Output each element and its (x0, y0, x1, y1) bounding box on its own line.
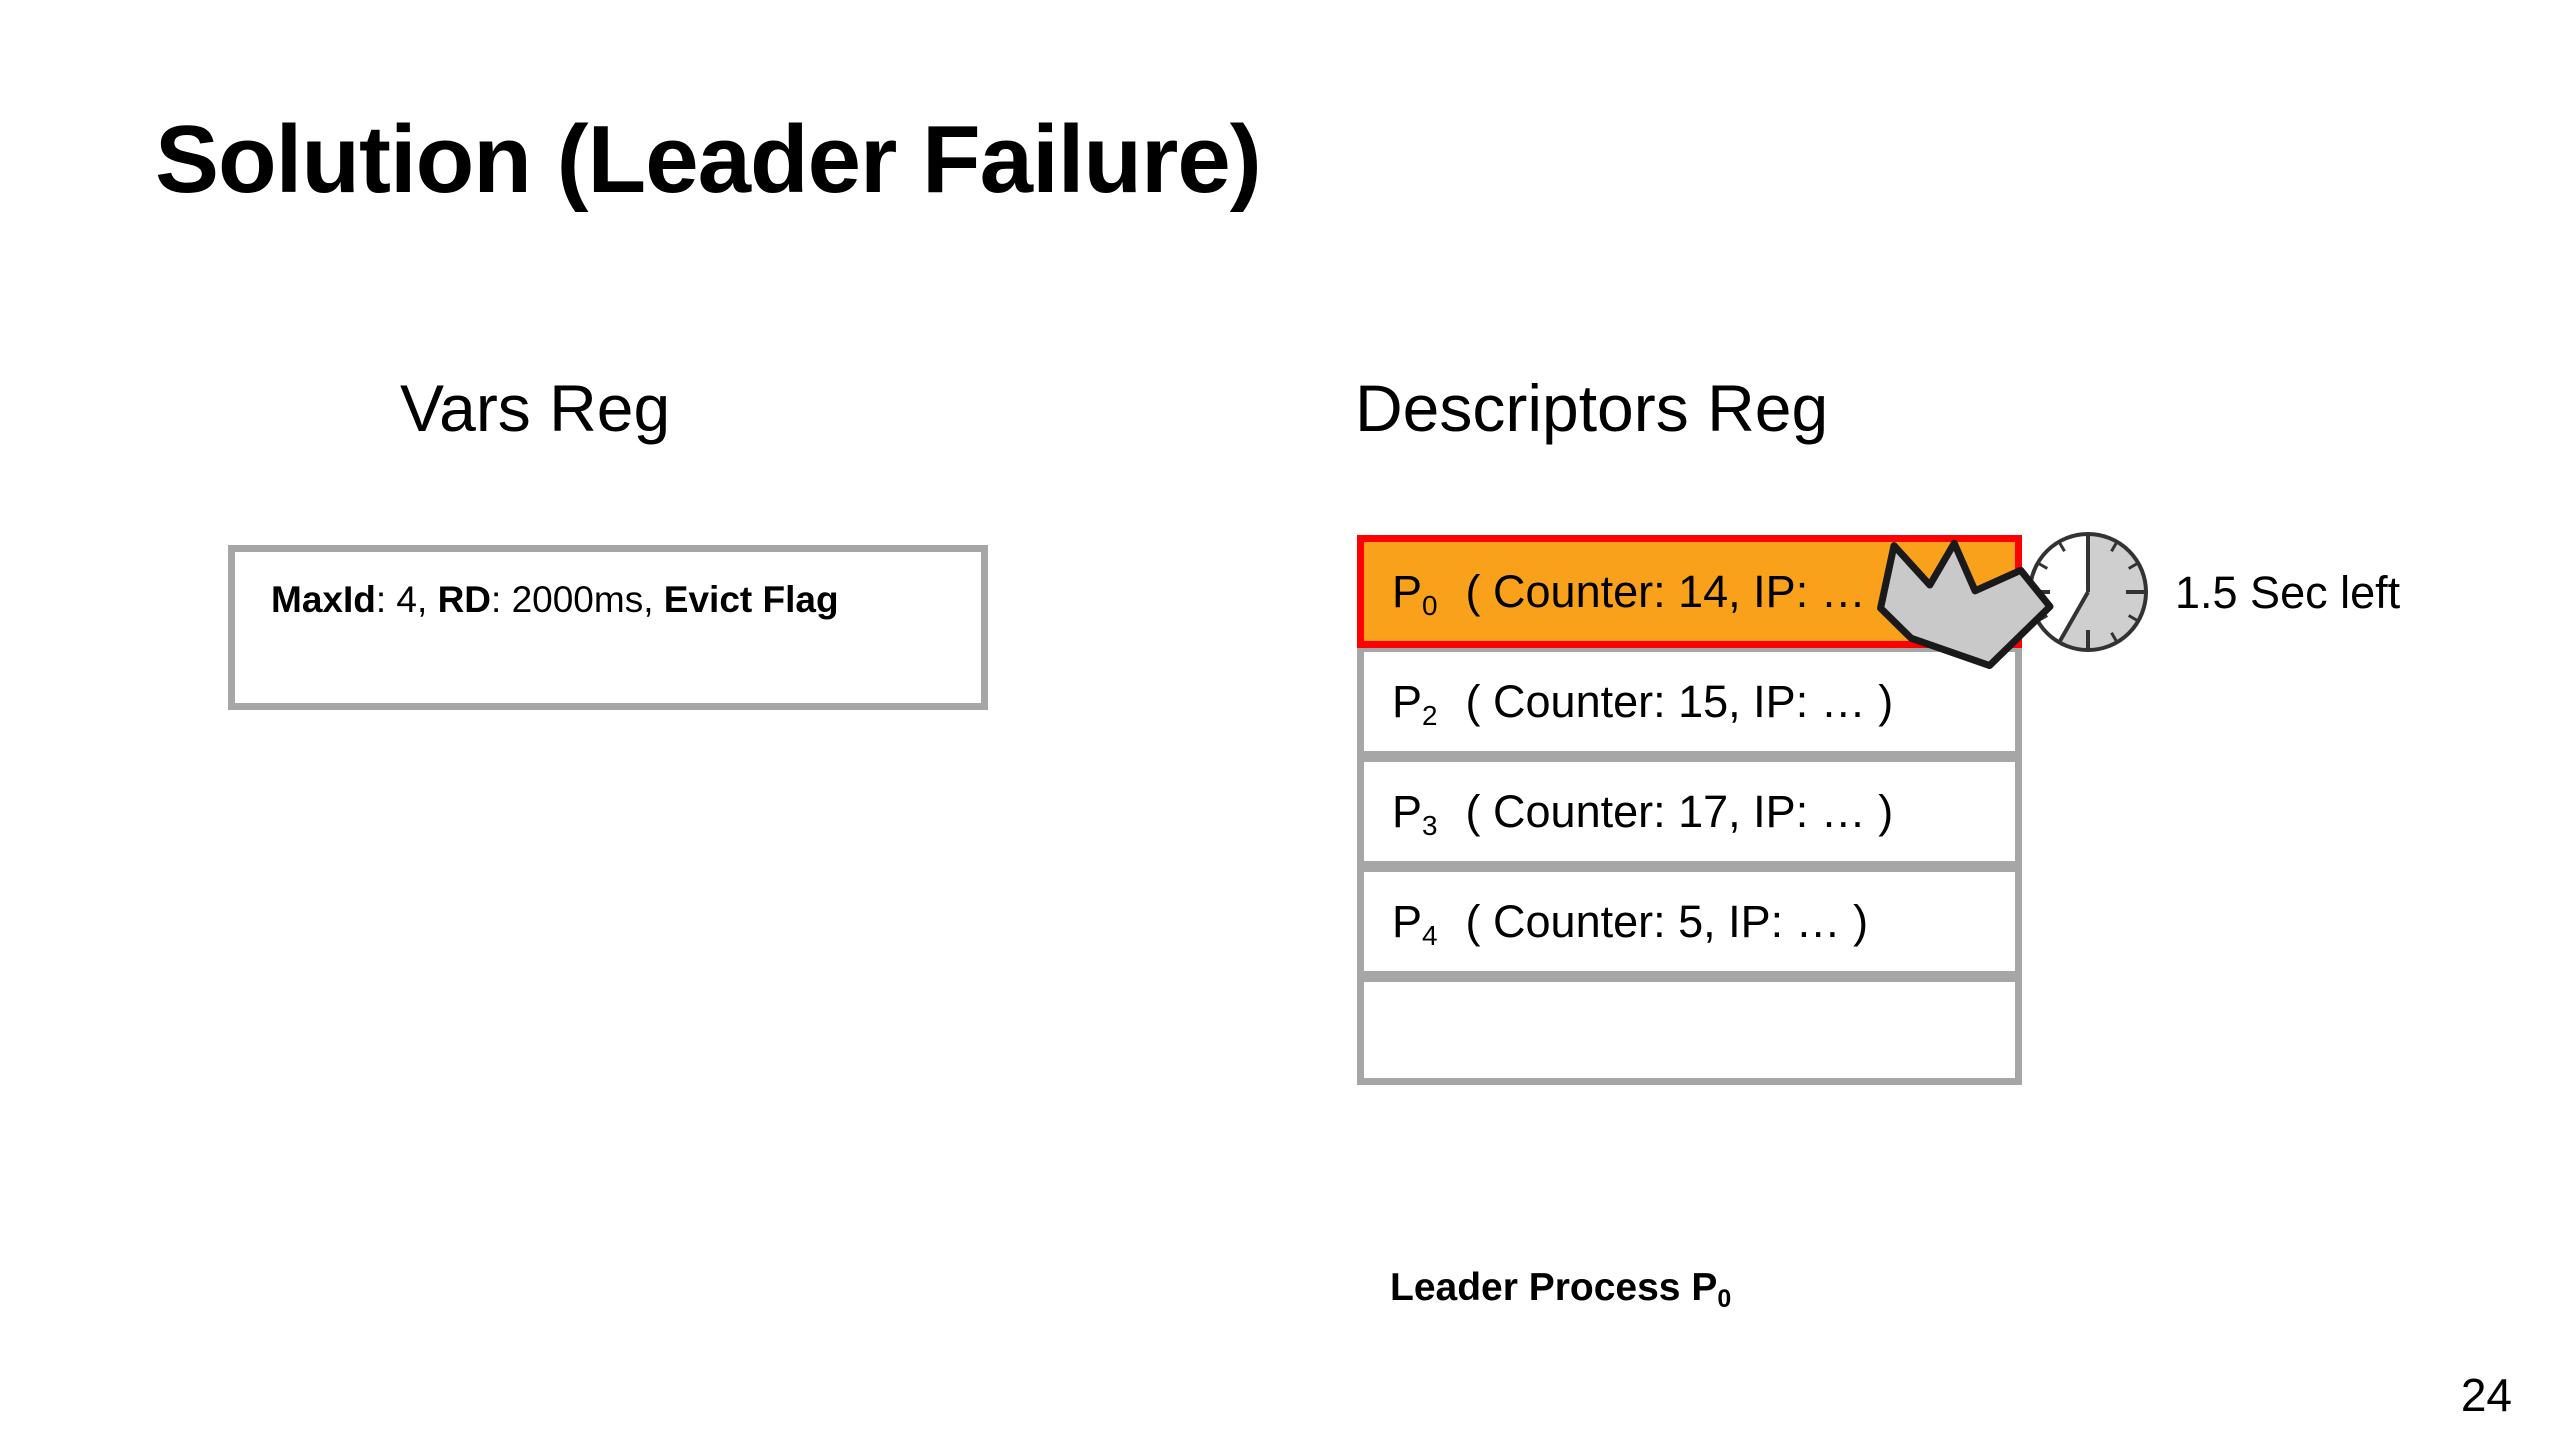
table-row[interactable]: P3 ( Counter: 17, IP: … ) (1357, 755, 2022, 868)
process-letter: P (1392, 896, 1423, 947)
process-index: 4 (1422, 920, 1438, 952)
row-process-label: P3 (1364, 786, 1438, 840)
process-index: 0 (1422, 590, 1438, 622)
vars-reg-box: MaxId: 4, RD: 2000ms, Evict Flag (228, 545, 988, 710)
vars-reg-text: MaxId: 4, RD: 2000ms, Evict Flag (271, 574, 961, 627)
timer-label: 1.5 Sec left (2175, 567, 2401, 618)
row-descriptor-text: ( Counter: 17, IP: … ) (1465, 786, 1894, 837)
evict-flag-label: Evict Flag (663, 579, 839, 620)
leader-process-caption: Leader Process P0 (1390, 1266, 1731, 1312)
table-row[interactable]: P0 ( Counter: 14, IP: … (1357, 535, 2022, 648)
process-letter: P (1392, 566, 1423, 617)
vars-reg-heading: Vars Reg (400, 371, 671, 445)
descriptors-reg-table: P0( Counter: 14, IP: …P2( Counter: 15, I… (1357, 535, 2022, 1085)
process-letter: P (1392, 676, 1423, 727)
process-letter: P (1392, 786, 1423, 837)
clock-icon (2028, 532, 2148, 652)
page-title: Solution (Leader Failure) (155, 106, 1262, 213)
rd-value: : 2000ms, (491, 579, 664, 620)
rd-label: RD (437, 579, 492, 620)
row-descriptor-text: ( Counter: 15, IP: … ) (1465, 676, 1894, 727)
process-index: 3 (1422, 810, 1438, 842)
page-number: 24 (2460, 1369, 2512, 1421)
row-process-label: P4 (1364, 896, 1438, 950)
row-descriptor-text: ( Counter: 14, IP: … (1465, 566, 1866, 617)
row-process-label: P0 (1364, 566, 1438, 620)
process-index: 2 (1422, 700, 1438, 732)
row-descriptor-text: ( Counter: 5, IP: … ) (1465, 896, 1869, 947)
descriptors-reg-heading: Descriptors Reg (1355, 371, 1829, 445)
maxid-label: MaxId (271, 579, 376, 620)
table-row[interactable]: P2 ( Counter: 15, IP: … ) (1357, 645, 2022, 758)
table-row[interactable]: P4 ( Counter: 5, IP: … ) (1357, 865, 2022, 978)
table-row[interactable] (1357, 975, 2022, 1085)
leader-process-index: 0 (1717, 1285, 1732, 1314)
leader-process-text: Leader Process P (1390, 1266, 1718, 1309)
row-process-label: P2 (1364, 676, 1438, 730)
maxid-value: : 4, (375, 579, 438, 620)
